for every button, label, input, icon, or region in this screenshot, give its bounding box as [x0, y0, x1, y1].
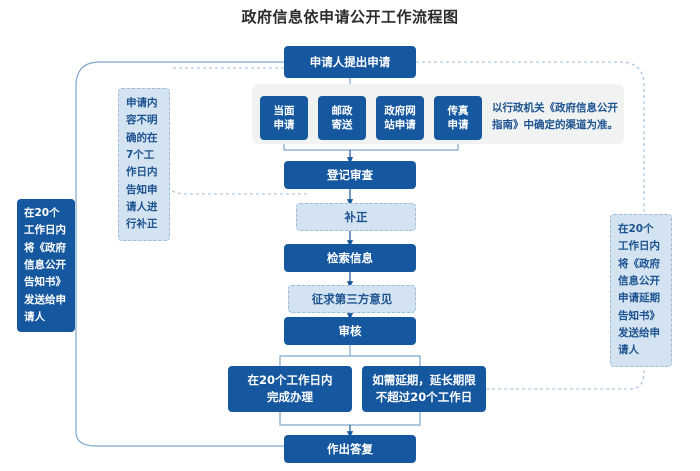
node-examination[interactable]: 审核	[284, 317, 416, 345]
node-complete-in-20-days[interactable]: 在20个工作日内 完成办理	[228, 366, 352, 412]
node-reply[interactable]: 作出答复	[284, 435, 416, 463]
annotation-right-notice: 在20个工作日内将《政府信息公开申请延期告知书》发送给申请人	[610, 214, 672, 367]
channel-note: 以行政机关《政府信息公开指南》中确定的渠道为准。	[492, 102, 618, 131]
annotation-left-notice-text: 在20个工作日内将《政府信息公开告知书》发送给申请人	[24, 207, 66, 323]
channel-box-fax[interactable]: 传真 申请	[434, 96, 482, 140]
page-title: 政府信息依申请公开工作流程图	[241, 8, 459, 26]
annotation-left-notice: 在20个工作日内将《政府信息公开告知书》发送给申请人	[17, 199, 75, 333]
channel-box-in-person[interactable]: 当面 申请	[260, 96, 308, 140]
node-extension-limit[interactable]: 如需延期，延长期限 不超过20个工作日	[362, 366, 486, 412]
node-retrieve-information[interactable]: 检索信息	[284, 244, 416, 272]
channel-box-website[interactable]: 政府网 站申请	[376, 96, 424, 140]
node-correction[interactable]: 补正	[296, 203, 416, 231]
node-start[interactable]: 申请人提出申请	[284, 46, 416, 78]
channel-box-postal[interactable]: 邮政 寄送	[318, 96, 366, 140]
annotation-correction-note-text: 申请内容不明确的在7个工作日内告知申请人进行补正	[126, 97, 158, 231]
node-third-party-opinion[interactable]: 征求第三方意见	[288, 285, 416, 313]
annotation-correction-note: 申请内容不明确的在7个工作日内告知申请人进行补正	[118, 88, 170, 241]
node-registration-review[interactable]: 登记审查	[284, 161, 416, 189]
annotation-right-notice-text: 在20个工作日内将《政府信息公开申请延期告知书》发送给申请人	[618, 223, 660, 357]
